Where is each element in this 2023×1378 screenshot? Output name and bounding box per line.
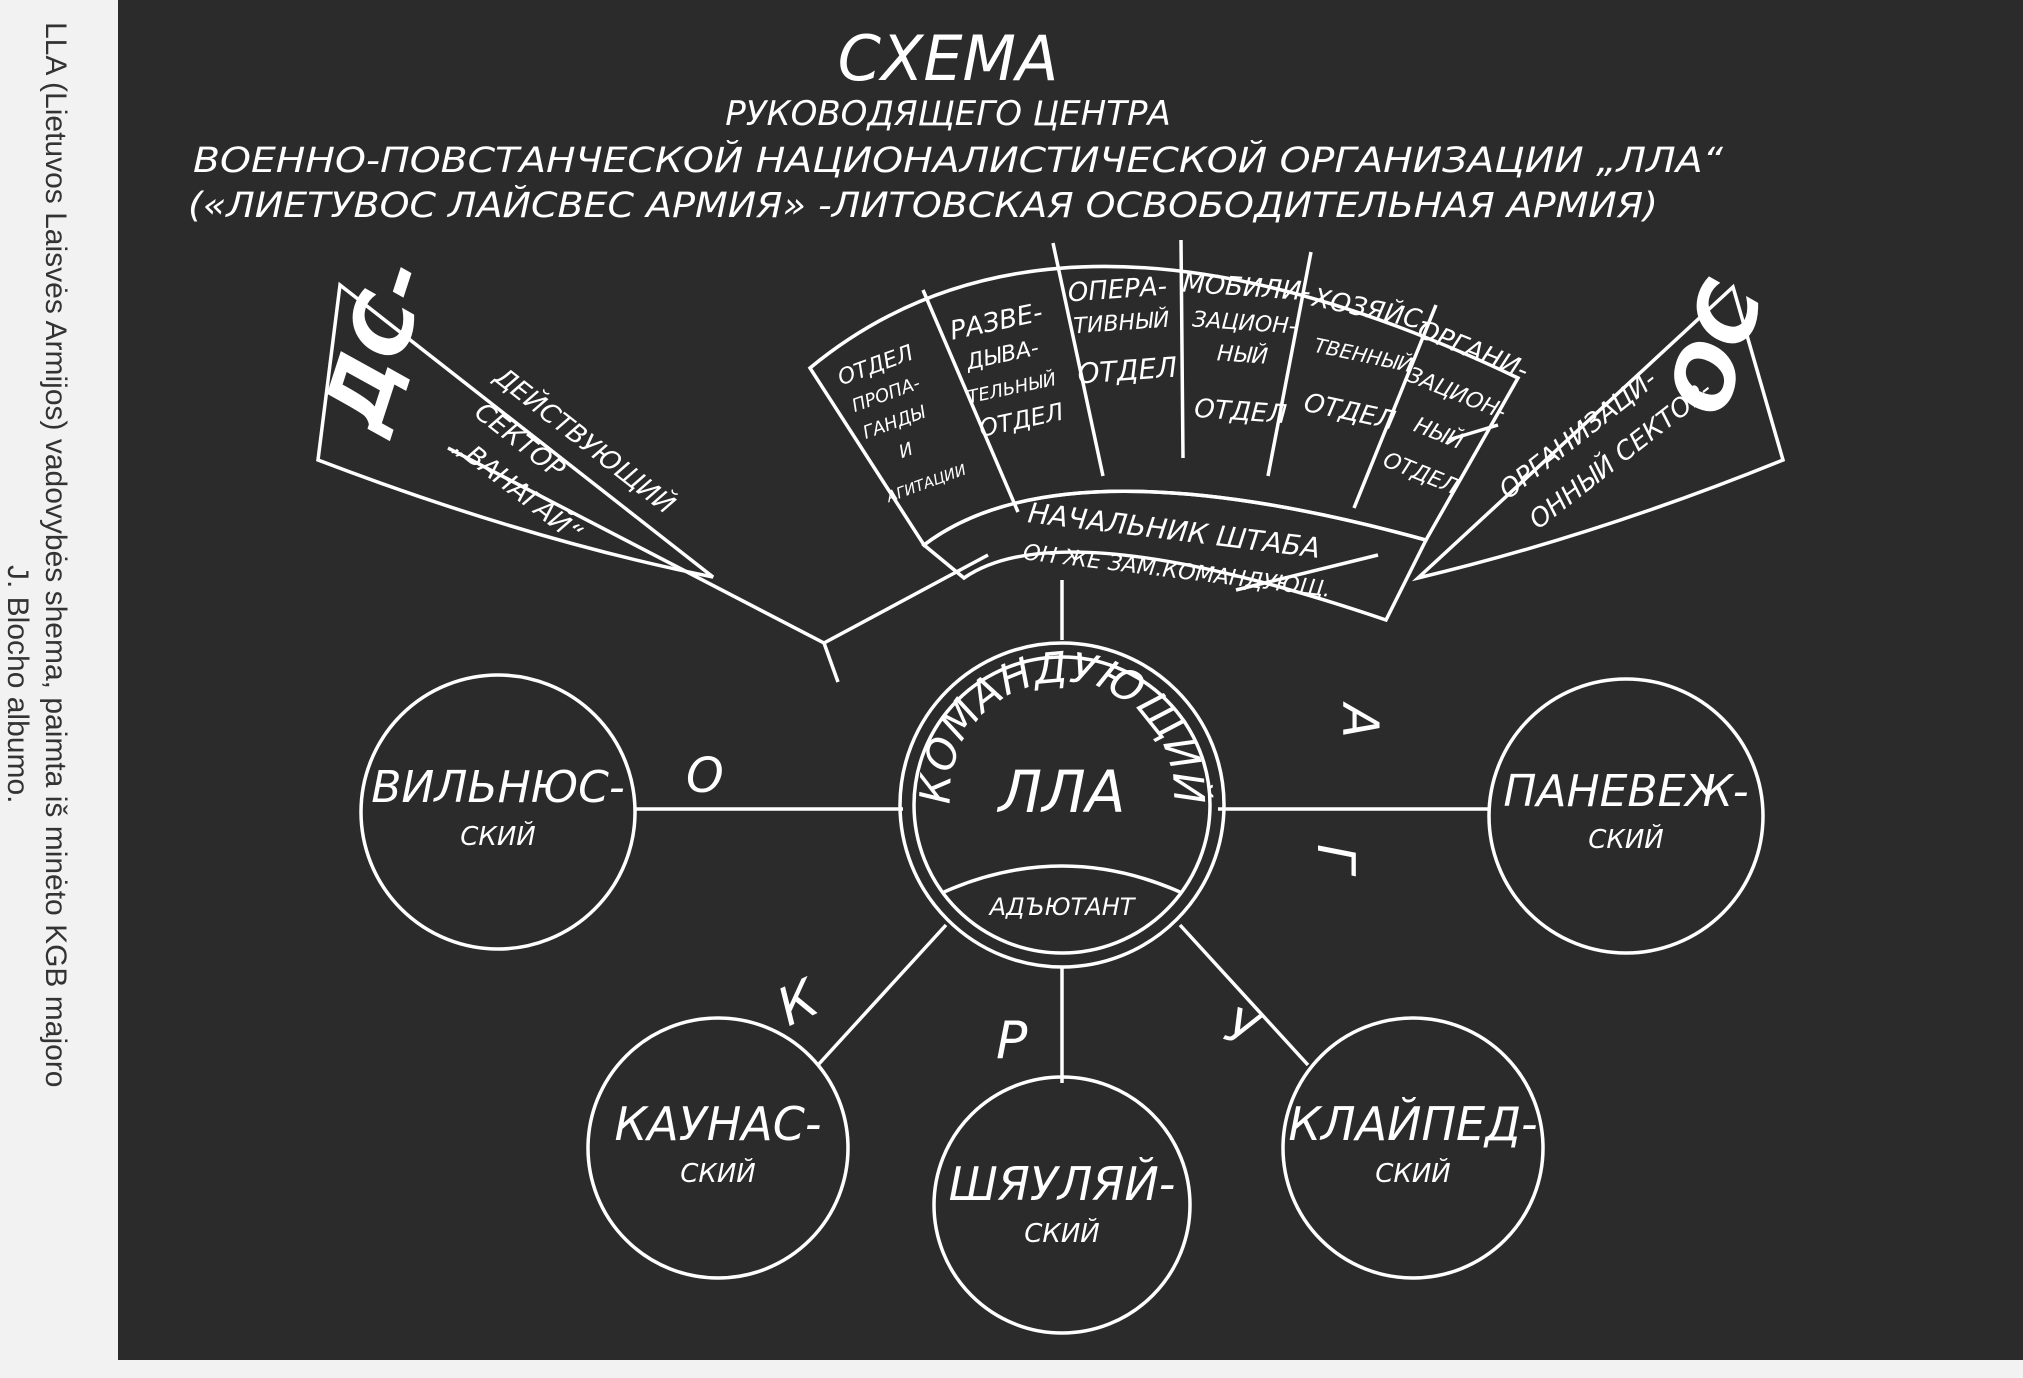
dept-4-l1: МОБИЛИ- [1181, 269, 1311, 308]
district-klaipeda: КЛАЙПЕД- СКИЙ [1281, 1016, 1545, 1280]
dept-divider-5 [1352, 304, 1438, 509]
caption-line-2: J. Blocho albumo. [1, 565, 34, 804]
sector-ds-shape [316, 281, 715, 579]
district-panevezys-l2: СКИЙ [1588, 823, 1664, 855]
district-vilnius-circle [359, 673, 637, 951]
district-kaunas-l1: КАУНАС- [615, 1097, 822, 1151]
dept-3-l2: ТИВНЫЙ [1073, 307, 1171, 340]
line-to-commander-left [822, 642, 840, 683]
district-klaipeda-l1: КЛАЙПЕД- [1288, 1097, 1537, 1151]
departments-fan: ОТДЕЛ ПРОПА- ГАНДЫ И АГИТАЦИИ РАЗВЕ- ДЫВ… [807, 239, 1533, 623]
district-klaipeda-l2: СКИЙ [1375, 1157, 1451, 1189]
district-panevezys-circle [1487, 677, 1765, 955]
dept-divider-2 [1051, 242, 1105, 477]
letter-a: А [1331, 701, 1389, 738]
district-siauliai-l2: СКИЙ [1024, 1217, 1100, 1249]
chalkboard-diagram: СХЕМА РУКОВОДЯЩЕГО ЦЕНТРА ВОЕННО-ПОВСТАН… [118, 0, 2023, 1360]
line-os-to-staff [1235, 553, 1379, 592]
sector-os: ОС ОРГАНИЗАЦИ- ОННЫЙ СЕКТОР- [1411, 269, 1786, 582]
district-siauliai: ШЯУЛЯЙ- СКИЙ [932, 1075, 1192, 1335]
district-klaipeda-circle [1281, 1016, 1545, 1280]
district-siauliai-circle [932, 1075, 1192, 1335]
line-ds-to-staff [823, 553, 989, 645]
dept-1-l5: АГИТАЦИИ [883, 461, 968, 507]
dept-5-l3: ОТДЕЛ [1301, 388, 1398, 437]
dept-4-l2: ЗАЦИОН- [1191, 307, 1297, 339]
dept-1-l4: И [896, 439, 916, 463]
letter-u: У [1218, 997, 1267, 1061]
dept-6-l4: ОТДЕЛ [1379, 448, 1461, 501]
letter-k: К [768, 967, 829, 1038]
line-to-kaunas [816, 923, 948, 1067]
title-line-4: («ЛИЕТУВОС ЛАЙСВЕС АРМИЯ» -ЛИТОВСКАЯ ОСВ… [188, 184, 1658, 226]
line-to-ds [447, 446, 825, 645]
dept-5-l1: ХОЗЯЙС- [1308, 281, 1434, 338]
district-vilnius-l2: СКИЙ [460, 820, 536, 852]
sector-ds-abbr: ДС- [303, 248, 450, 444]
sector-os-shape [1411, 283, 1786, 582]
okruga-letters: О К Р У Г А [686, 701, 1389, 1071]
commander-outer-ring [898, 641, 1226, 969]
commander-adjutant: АДЪЮТАНТ [988, 893, 1137, 921]
commander-inner-ring [912, 655, 1212, 955]
dept-6-l3: НЫЙ [1410, 412, 1467, 455]
dept-5-l2: ТВЕННЫЙ [1312, 333, 1415, 377]
dept-3-l3: ОТДЕЛ [1076, 351, 1178, 391]
dept-2-l4: ОТДЕЛ [977, 398, 1066, 443]
chief-of-staff-band [921, 489, 1429, 623]
commander-lla: ЛЛА [997, 758, 1126, 826]
letter-r: Р [996, 1011, 1028, 1071]
district-kaunas: КАУНАС- СКИЙ [586, 1016, 850, 1280]
district-vilnius: ВИЛЬНЮС- СКИЙ [359, 673, 637, 951]
adjutant-divider [943, 864, 1181, 894]
district-siauliai-l1: ШЯУЛЯЙ- [949, 1157, 1176, 1211]
connector-lines [447, 423, 1499, 1083]
title-line-3: ВОЕННО-ПОВСТАНЧЕСКОЙ НАЦИОНАЛИСТИЧЕСКОЙ … [193, 139, 1724, 181]
district-kaunas-circle [586, 1016, 850, 1280]
letter-o: О [686, 748, 724, 804]
line-to-klaipeda [1178, 923, 1310, 1067]
district-kaunas-l2: СКИЙ [680, 1157, 756, 1189]
dept-4-l3: НЫЙ [1216, 340, 1269, 369]
dept-divider-3 [1179, 239, 1185, 459]
district-vilnius-l1: ВИЛЬНЮС- [371, 762, 625, 813]
dept-3-l1: ОПЕРА- [1067, 272, 1168, 309]
side-caption: LLA (Lietuvos Laisvės Armijos) vadovybės… [0, 0, 118, 1378]
dept-4-l4: ОТДЕЛ [1193, 394, 1288, 430]
district-panevezys-l1: ПАНЕВЕЖ- [1503, 766, 1748, 817]
district-panevezys: ПАНЕВЕЖ- СКИЙ [1487, 677, 1765, 955]
org-chart-svg: СХЕМА РУКОВОДЯЩЕГО ЦЕНТРА ВОЕННО-ПОВСТАН… [188, 22, 1786, 1335]
title-main: СХЕМА [838, 22, 1059, 95]
dept-divider-4 [1266, 251, 1313, 477]
dept-divider-1 [921, 289, 1020, 513]
caption-line-1: LLA (Lietuvos Laisvės Armijos) vadovybės… [39, 22, 72, 1088]
letter-g: Г [1305, 844, 1365, 877]
sector-ds: ДС- ДЕЙСТВУЮЩИЙ СЕКТОР „ВАНАГАЙ“ [303, 248, 715, 579]
title-line-2: РУКОВОДЯЩЕГО ЦЕНТРА [725, 94, 1171, 134]
commander-node: КОМАНДУЮЩИЙ ЛЛА АДЪЮТАНТ [898, 641, 1226, 969]
